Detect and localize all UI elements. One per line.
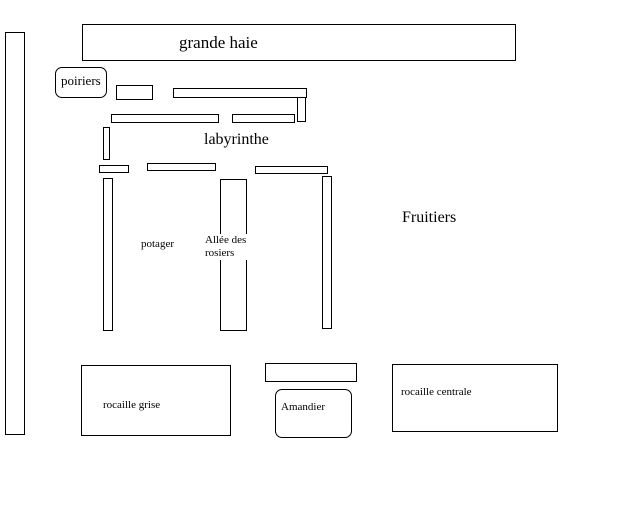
potager-label: potager bbox=[141, 238, 174, 250]
potager-left-strip bbox=[103, 178, 113, 331]
labyrinthe-label: labyrinthe bbox=[204, 131, 269, 148]
right-strip bbox=[322, 176, 332, 329]
labyrinth-wall-top bbox=[173, 88, 307, 98]
grande-haie-label: grande haie bbox=[179, 33, 258, 52]
amandier-box bbox=[275, 389, 352, 438]
rocaille-grise-label: rocaille grise bbox=[103, 399, 161, 411]
labyrinth-wall-middle-left bbox=[111, 114, 219, 123]
allee-des-rosiers-label: Allée des rosiers bbox=[205, 234, 263, 261]
amandier-label: Amandier bbox=[281, 401, 325, 413]
poiriers-label: poiriers bbox=[61, 73, 101, 88]
labyrinth-block-small bbox=[116, 85, 153, 100]
rocaille-centrale-box bbox=[392, 364, 558, 432]
labyrinth-wall-bottom-a bbox=[99, 165, 129, 173]
left-hedge-strip bbox=[5, 32, 25, 435]
labyrinth-wall-left-post bbox=[103, 127, 110, 160]
labyrinth-wall-bottom-c bbox=[255, 166, 328, 174]
grande-haie-box bbox=[82, 24, 516, 61]
rocaille-centrale-label: rocaille centrale bbox=[401, 386, 472, 398]
rocaille-grise-box bbox=[81, 365, 231, 436]
poiriers-box bbox=[55, 67, 107, 98]
amandier-bar bbox=[265, 363, 357, 382]
labyrinth-wall-middle-right bbox=[232, 114, 295, 123]
fruitiers-label: Fruitiers bbox=[402, 209, 457, 226]
labyrinth-wall-right-post bbox=[297, 97, 306, 122]
labyrinth-wall-bottom-b bbox=[147, 163, 216, 171]
